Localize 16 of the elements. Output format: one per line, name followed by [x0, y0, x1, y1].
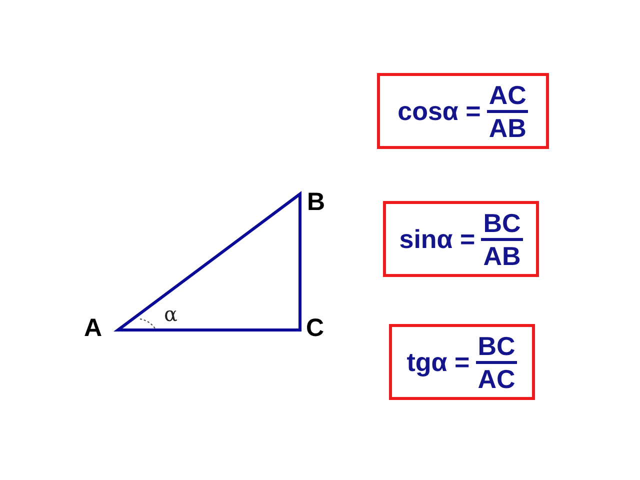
denominator: AC — [478, 364, 516, 394]
numerator: BC — [476, 330, 518, 364]
formula-box — [389, 324, 535, 400]
denominator: AB — [483, 240, 521, 270]
formula-left-side: tgα = — [406, 346, 470, 378]
numerator: BC — [481, 208, 523, 240]
vertex-label: A — [84, 316, 102, 341]
formula-box — [377, 73, 549, 149]
numerator: AC — [486, 80, 528, 112]
angle-label: α — [164, 304, 178, 324]
formula-left-side: cosα = — [398, 96, 481, 126]
vertex-label: C — [306, 316, 324, 341]
formula-box — [383, 201, 539, 277]
formula-left-side: sinα = — [399, 224, 476, 254]
vertex-label: B — [307, 190, 326, 215]
denominator: AB — [488, 112, 526, 142]
